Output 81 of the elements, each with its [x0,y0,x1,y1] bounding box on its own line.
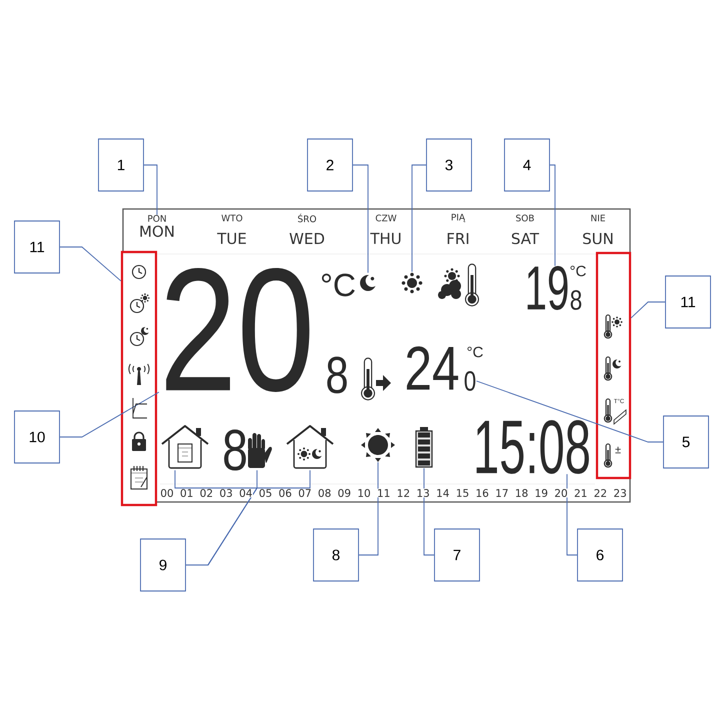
digit: 0 [464,371,476,391]
hour-label: 00 [160,488,174,498]
clock-digits: 15:08 [476,420,589,474]
hour-label: 14 [436,488,450,498]
callout-box: 11 [14,220,60,274]
temperature-digits: 24 [406,346,458,390]
day-label: WTO [222,214,242,222]
callout-box: 3 [426,138,472,192]
sun-icon [361,428,395,462]
callout-box: 6 [577,528,623,582]
hour-label: 05 [258,488,273,498]
hour-label: 20 [554,488,568,498]
hour-label: 15 [455,488,470,498]
leader-line [412,164,426,272]
moon-icon [360,274,378,291]
day-label: ŚRO [298,214,316,222]
callout-box: 7 [434,528,480,582]
day-label: FRI [448,233,468,244]
hour-label: 12 [396,488,411,498]
house-sun-moon-icon [286,425,334,469]
hour-label: 22 [593,488,608,498]
hour-label: 06 [278,488,292,498]
day-label: SUN [583,232,612,244]
hour-label: 01 [180,488,194,498]
house-calendar-icon [161,425,209,469]
day-label: WED [290,233,324,244]
leader-line [476,380,664,442]
leader-line [424,468,434,556]
day-label: NIE [591,214,605,222]
hour-label: 02 [199,488,214,498]
day-label: CZW [376,214,396,222]
sun-icon [402,272,422,294]
digit: 8 [570,290,582,310]
leader-line [566,474,578,556]
day-label: SOB [516,214,534,222]
callout-box: 5 [663,416,709,468]
hour-label: 11 [376,488,391,498]
callout-box: 4 [504,138,550,192]
hour-label: 23 [612,488,628,498]
leader-line [60,392,160,438]
hour-label: 21 [574,488,588,498]
leader-line [60,246,122,282]
hour-label: 07 [298,488,312,498]
digit: 8 [224,429,246,471]
hour-label: 17 [494,488,510,498]
day-label: PON MON [140,215,174,237]
temperature-digits: 19 [528,266,568,310]
callout-box: 11 [665,276,711,328]
digit: 8 [327,356,347,394]
highlight-frame [596,252,632,480]
leader-line [630,302,666,318]
day-label: PIĄ [452,214,466,222]
unit-label: °C [322,274,355,296]
hand-icon [248,433,272,468]
hour-label: 10 [356,488,372,498]
leader-line [550,164,556,266]
unit-label: °C [467,346,483,358]
callout-box: 9 [140,538,186,592]
callout-box: 1 [98,138,144,192]
highlight-frame [120,250,158,506]
day-label: TUE [217,232,246,244]
leader-line [352,164,368,274]
hour-label: 09 [337,488,352,498]
hour-label: 18 [514,488,529,498]
hour-label: 03 [218,488,234,498]
day-label: THU [370,232,400,244]
battery-icon [415,427,433,468]
symbol-label: ± [615,446,621,454]
hour-label: 19 [534,488,548,498]
hour-label: 04 [238,488,253,498]
leader-line [358,462,378,556]
leader-line [186,470,310,566]
callout-box: 8 [313,528,359,582]
temperature-digits: 20 [166,268,310,392]
callout-box: 10 [14,410,60,464]
hour-label: 13 [416,488,430,498]
hour-label: 16 [475,488,490,498]
hour-label: 08 [317,488,332,498]
day-label: SAT [512,232,540,244]
callout-box: 2 [307,138,353,192]
leader-line [144,164,158,216]
